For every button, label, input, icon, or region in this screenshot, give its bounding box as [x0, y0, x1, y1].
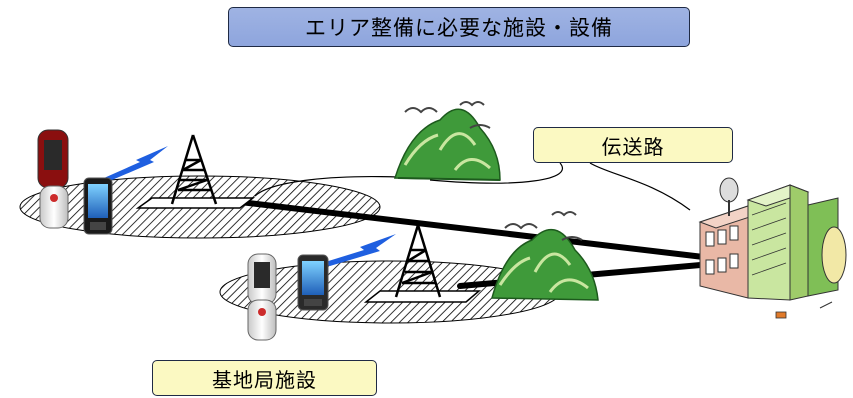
mountain-forest-1 [393, 101, 501, 181]
transmission-callout-lines [254, 162, 691, 211]
radio-signal-2 [322, 234, 396, 266]
radio-signal-1 [104, 146, 168, 180]
transmission-line-label: 伝送路 [533, 127, 733, 163]
mobile-phone-flip-2 [247, 253, 277, 341]
birds-icon [404, 101, 491, 129]
page-title: エリア整備に必要な施設・設備 [228, 7, 690, 47]
mobile-phone-smart-1 [83, 177, 113, 235]
base-station-tower-2 [363, 224, 482, 303]
central-office-building [698, 177, 847, 319]
mountain-forest-2 [491, 211, 599, 301]
mobile-phone-smart-2 [297, 254, 329, 311]
birds-icon [504, 211, 583, 241]
satellite-dish-icon [719, 177, 739, 216]
base-station-tower-1 [135, 134, 256, 209]
base-station-facility-label: 基地局施設 [152, 360, 377, 396]
mobile-phone-flip-1 [37, 129, 69, 229]
